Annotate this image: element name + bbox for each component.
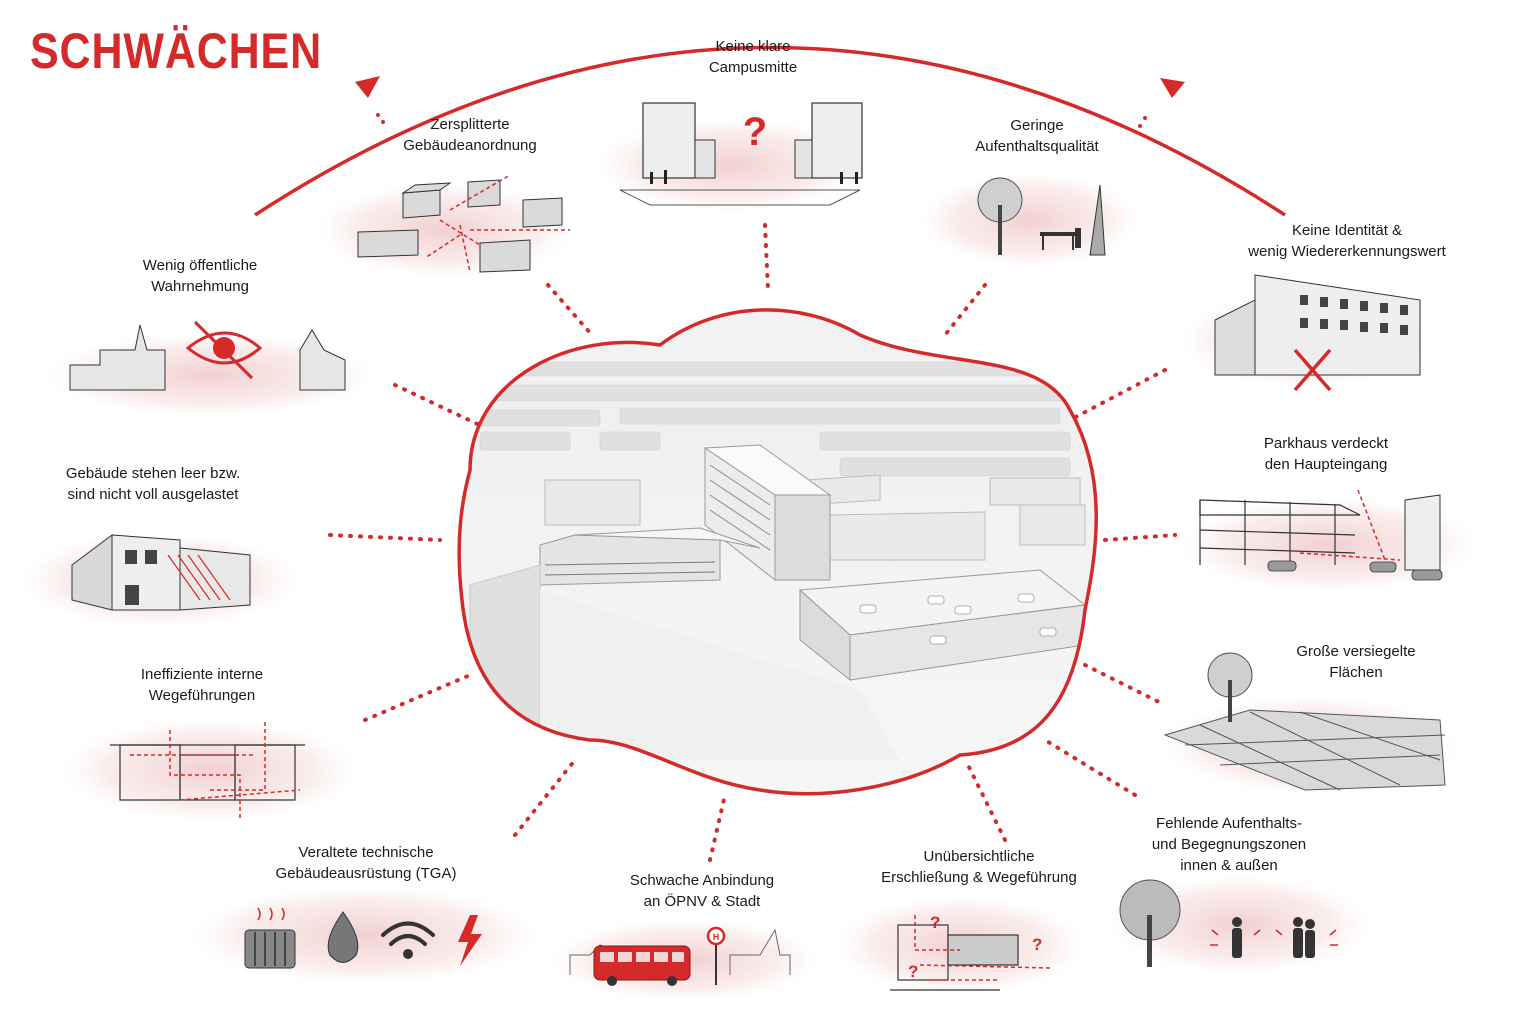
paved-grid-icon [1160, 652, 1460, 795]
crossed-eye-icon [45, 320, 375, 417]
svg-text:?: ? [930, 913, 940, 932]
label-identitaet: Keine Identität &wenig Wiedererkennungsw… [1248, 222, 1446, 260]
lightning-icon [458, 915, 482, 966]
radiator-icon [244, 907, 296, 969]
center-blob-outline [457, 308, 1098, 796]
water-drop-icon [327, 911, 359, 963]
center-aerial-image [457, 308, 1098, 796]
scattered-blocks-icon [315, 174, 575, 278]
svg-text:?: ? [1032, 935, 1042, 954]
tree-bench-icon [920, 172, 1140, 268]
parking-garage-icon [1180, 489, 1480, 593]
plain-building-icon [1180, 274, 1430, 392]
label-leerstand: Gebäude stehen leer bzw.sind nicht voll … [65, 465, 241, 503]
floorplan-arrows-icon [60, 718, 360, 822]
confusing-plan-icon: ??? [835, 895, 1085, 995]
bus-stop-icon: H [550, 918, 820, 1002]
svg-text:?: ? [743, 110, 767, 154]
dotted-connectors [328, 223, 1177, 862]
people-tree-icon [1110, 875, 1370, 975]
arc-arrow-right [1160, 78, 1185, 98]
wifi-icon [381, 921, 435, 959]
utilities-icon [190, 885, 540, 985]
page-title: SCHWÄCHEN [30, 23, 323, 79]
arc-arrow-left [355, 76, 380, 98]
empty-square-icon: ? [595, 102, 865, 213]
svg-text:?: ? [908, 962, 918, 981]
empty-building-icon [20, 532, 300, 628]
top-arc [254, 45, 1286, 217]
svg-text:H: H [713, 932, 720, 942]
label-begegnungszonen: Fehlende Aufenthalts-und Begegnungszonen… [1151, 815, 1307, 874]
